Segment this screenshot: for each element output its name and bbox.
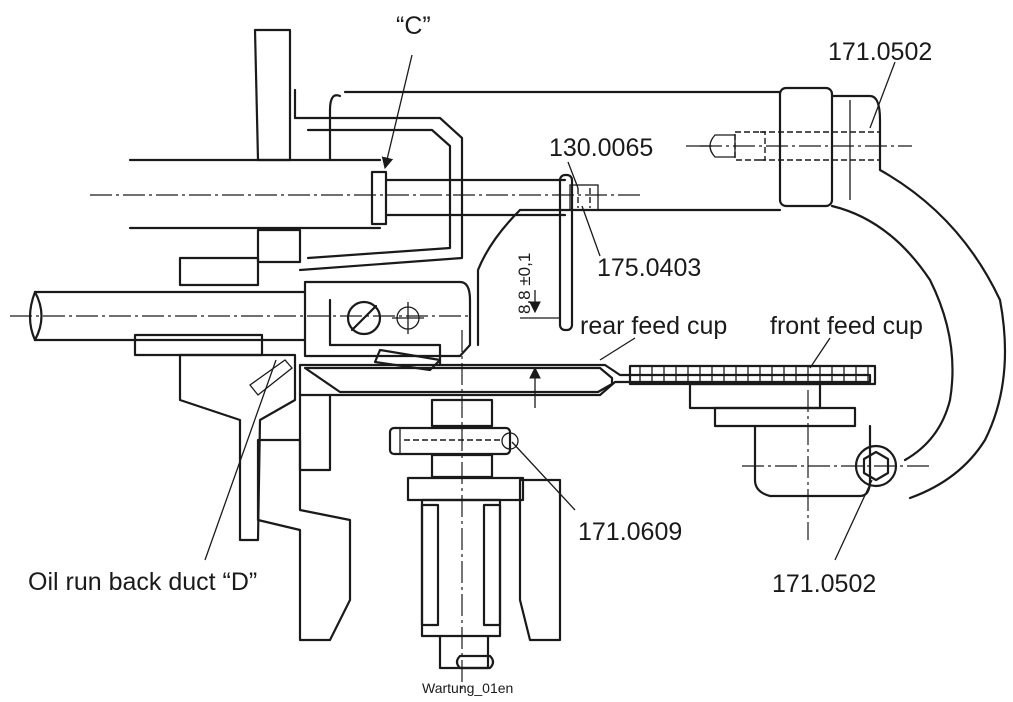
pin	[558, 173, 599, 332]
housing-wall	[133, 28, 562, 642]
lower-shaft	[10, 290, 470, 342]
lever-arm	[328, 86, 1007, 500]
dimension-marks	[520, 290, 560, 408]
label-front-feed-cup: front feed cup	[770, 312, 923, 340]
label-part-screw-center: 171.0609	[578, 518, 682, 546]
center-column	[298, 330, 525, 690]
label-part-top-right: 171.0502	[828, 38, 932, 66]
labels: “C” 171.0502 130.0065 175.0403 8,8 ±0,1 …	[28, 12, 932, 696]
label-dimension: 8,8 ±0,1	[515, 253, 534, 314]
label-rear-feed-cup: rear feed cup	[580, 312, 727, 340]
figure-caption: Wartung_01en	[422, 680, 513, 696]
clamp-block	[303, 280, 472, 372]
label-c-marker: “C”	[396, 12, 431, 40]
upper-shaft	[90, 158, 640, 230]
feed-plate	[298, 363, 930, 540]
label-part-bottom-right: 171.0502	[772, 570, 876, 598]
label-oil-duct: Oil run back duct “D”	[28, 568, 257, 596]
cover-plate	[293, 88, 464, 272]
leader-lines	[204, 54, 896, 561]
label-part-pin: 130.0065	[549, 134, 653, 162]
label-part-under-pin: 175.0403	[597, 254, 701, 282]
